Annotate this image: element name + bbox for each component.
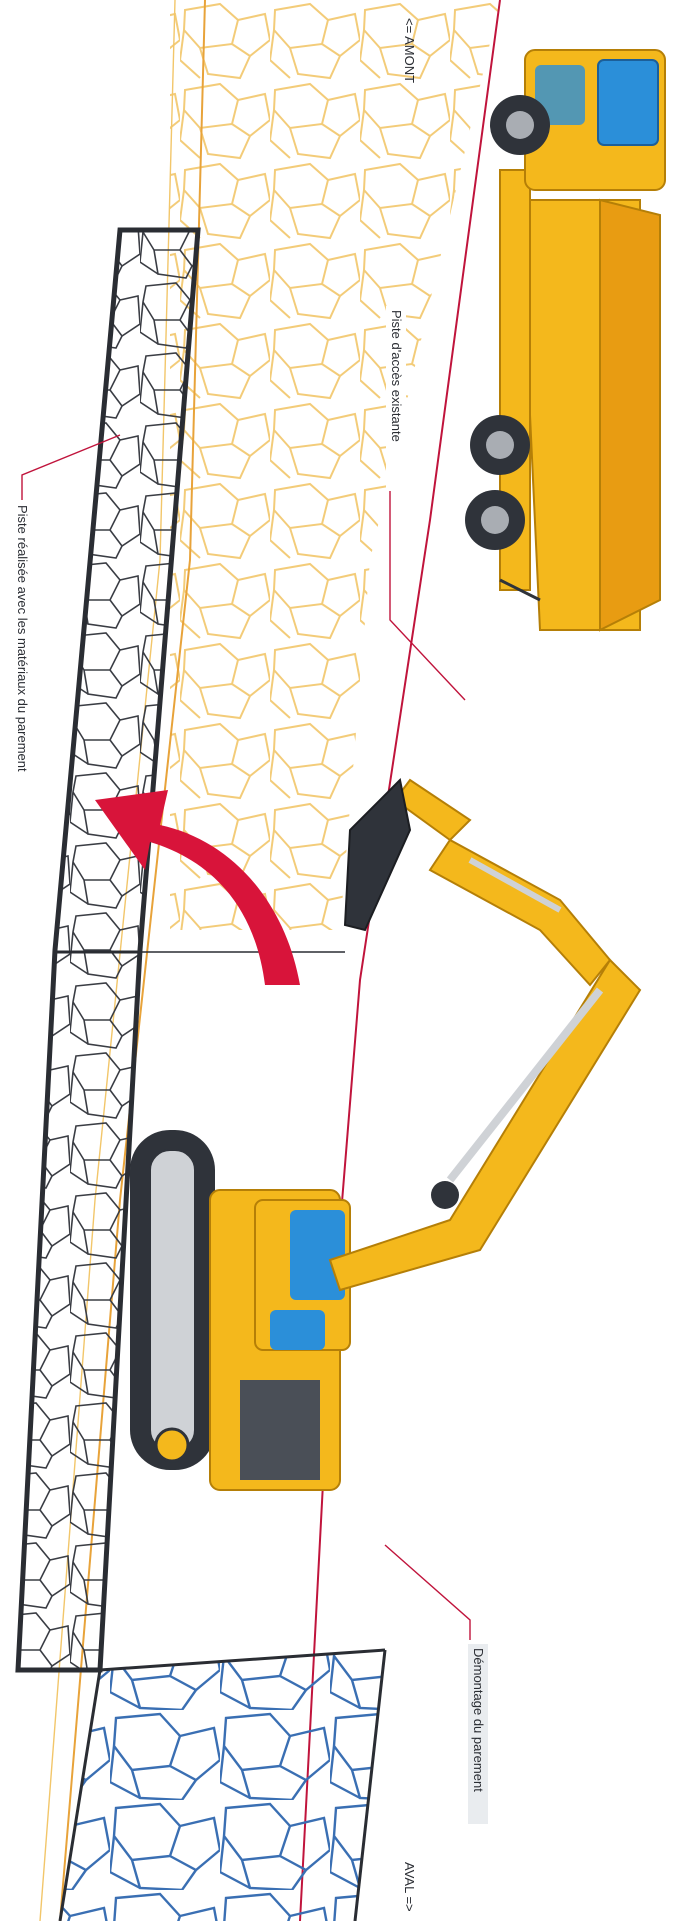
new-track-label: Piste réalisée avec les matériaux du par…	[15, 505, 30, 772]
downstream-label: AVAL =>	[402, 1862, 417, 1912]
existing-track-label: Piste d'accès existante	[389, 310, 404, 442]
upstream-label: <= AMONT	[402, 18, 417, 83]
original-facing	[60, 1650, 385, 1921]
dismantling-label: Démontage du parement	[471, 1648, 486, 1792]
